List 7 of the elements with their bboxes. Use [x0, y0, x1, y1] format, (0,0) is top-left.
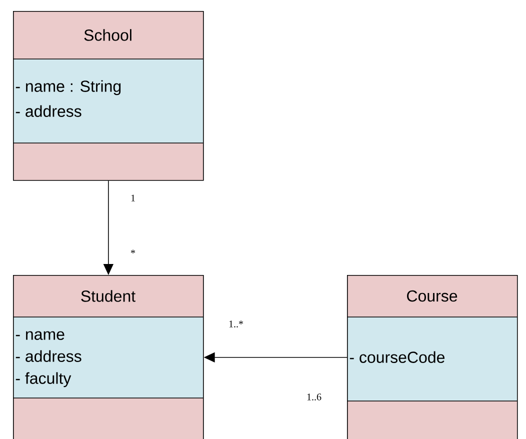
class-box: School - name : String - address [12, 11, 204, 181]
multiplicity-label: 1 [131, 194, 135, 202]
multiplicity-label: * [131, 250, 136, 254]
class-box: Student - name - address - faculty [12, 275, 204, 439]
multiplicity-label: 1..* [229, 320, 244, 328]
multiplicity-label: 1..6 [307, 394, 322, 400]
class-box: Course - courseCode [346, 275, 518, 439]
